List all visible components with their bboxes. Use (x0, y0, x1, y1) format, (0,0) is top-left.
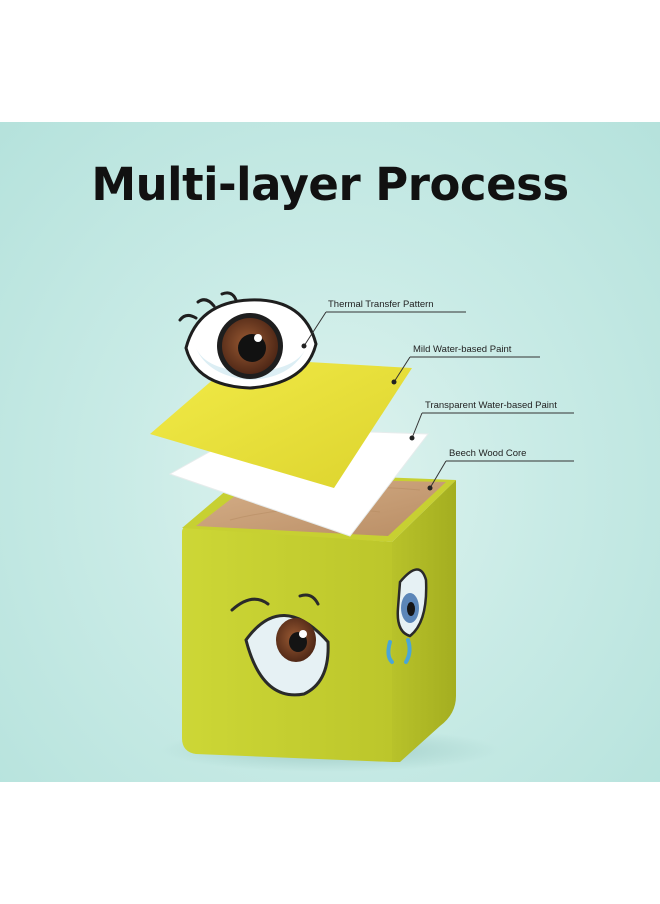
callout-mild-water-based-paint: Mild Water-based Paint (413, 344, 512, 355)
thermal-eye-icon (178, 291, 318, 390)
leader-line-thermal (301, 311, 466, 349)
leader-line-transparent (409, 412, 574, 441)
cube-side-face (392, 480, 456, 762)
callout-thermal-transfer-pattern: Thermal Transfer Pattern (328, 299, 434, 310)
side-eye-icon (386, 568, 428, 664)
front-eye-icon (230, 593, 330, 697)
callout-transparent-water-based-paint: Transparent Water-based Paint (425, 400, 557, 411)
leader-line-mild (391, 356, 540, 385)
callout-beech-wood-core: Beech Wood Core (449, 448, 527, 459)
product-image-panel: Multi-layer Process (0, 122, 660, 782)
layer-diagram (150, 291, 574, 772)
page-title: Multi-layer Process (91, 158, 569, 211)
leader-line-beech (427, 460, 574, 491)
mild-paint-layer (150, 358, 412, 488)
